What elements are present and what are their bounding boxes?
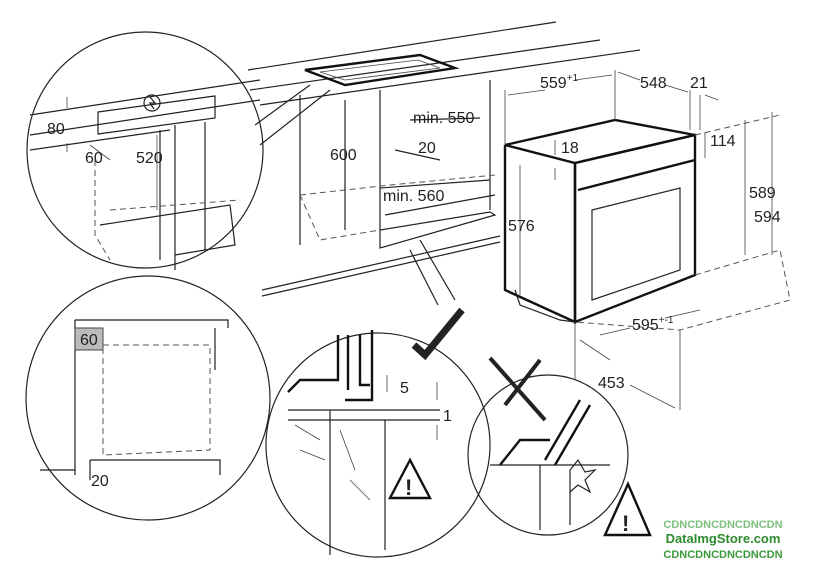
dim-20: 20 <box>418 140 436 157</box>
dim-1: 1 <box>443 408 452 425</box>
dim-548: 548 <box>640 75 667 92</box>
dim-453: 453 <box>598 375 625 392</box>
dim-20-left: 20 <box>91 473 109 490</box>
collision-icon <box>569 458 597 494</box>
dim-5: 5 <box>400 380 409 397</box>
dim-21: 21 <box>690 75 708 92</box>
dim-80: 80 <box>47 121 65 138</box>
dim-594: 594 <box>754 209 781 226</box>
warning-triangle-right <box>603 481 652 537</box>
oven <box>503 70 791 410</box>
warning-icon-right: ! <box>622 511 629 536</box>
watermark-line-3: CDNCDNCDNCDNCDN <box>663 549 783 561</box>
dim-559: 559+1 <box>540 73 579 92</box>
warning-icon: ! <box>405 475 412 500</box>
watermark-line-1: CDNCDNCDNCDNCDN <box>663 519 783 531</box>
dim-min-550: min. 550 <box>413 110 474 127</box>
dim-520: 520 <box>136 150 163 167</box>
dim-60-left: 60 <box>80 332 98 349</box>
dim-60-top: 60 <box>85 150 103 167</box>
dim-min-560: min. 560 <box>383 188 444 205</box>
hob <box>304 53 460 87</box>
dim-595: 595+-1 <box>632 315 674 334</box>
detail-circle-bottom-middle <box>265 239 491 558</box>
watermark-line-2: DataImgStore.com <box>665 531 781 546</box>
dim-600: 600 <box>330 147 357 164</box>
check-mark-icon <box>411 307 465 361</box>
dim-114: 114 <box>710 133 736 150</box>
cross-mark-icon <box>488 356 547 422</box>
dim-576: 576 <box>508 218 535 235</box>
detail-circle-bottom-left <box>25 275 271 521</box>
cabinet <box>299 80 497 249</box>
detail-circle-wrong <box>467 356 629 536</box>
detail-circle-top-left <box>26 31 331 270</box>
dim-18: 18 <box>561 140 579 157</box>
dim-589: 589 <box>749 185 776 202</box>
